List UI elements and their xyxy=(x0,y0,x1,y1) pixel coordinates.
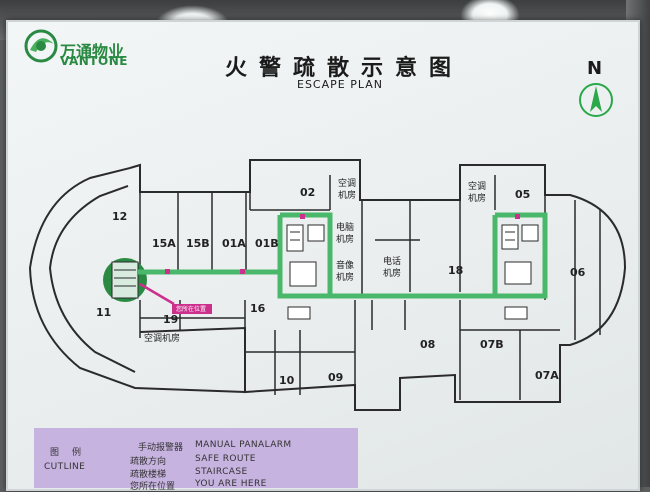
escape-plan-board xyxy=(6,20,640,491)
legend-item-here-en: YOU ARE HERE xyxy=(195,479,267,489)
room-19: 19 xyxy=(163,313,179,326)
ac-room-2: 空调 机房 xyxy=(468,181,486,205)
telephone-room: 电话 机房 xyxy=(383,256,401,280)
page-title-cn: 火警疏散示意图 xyxy=(225,55,464,81)
legend-title-cn-2: 例 xyxy=(72,448,82,458)
computer-room-line2: 机房 xyxy=(336,235,355,245)
room-01a: 01A xyxy=(222,237,246,250)
room-06: 06 xyxy=(570,266,586,279)
you-are-here-pointer xyxy=(139,282,175,306)
compass-icon xyxy=(579,83,613,117)
ac-room-2-line2: 机房 xyxy=(468,194,487,204)
room-16: 16 xyxy=(250,302,266,315)
page-title-en: ESCAPE PLAN xyxy=(297,78,383,91)
legend-title-en: CUTLINE xyxy=(44,462,86,472)
west-wing-outline xyxy=(28,167,246,393)
ac-room-3: 空调机房 xyxy=(144,334,181,344)
telephone-room-line2: 机房 xyxy=(383,269,402,279)
you-are-here-tag-box xyxy=(172,304,212,314)
atrium-stair-icon xyxy=(111,261,139,299)
legend-item-stair-cn: 疏散楼梯 xyxy=(130,470,167,480)
logo-en: VANTONE xyxy=(60,54,128,68)
room-07b: 07B xyxy=(480,338,504,351)
main-outline xyxy=(129,159,627,411)
room-08: 08 xyxy=(420,338,436,351)
ac-room-1-line1: 空调 xyxy=(338,179,357,189)
room-18: 18 xyxy=(448,264,464,277)
legend-panel xyxy=(34,428,358,488)
room-12: 12 xyxy=(112,210,128,223)
audio-room-line1: 音像 xyxy=(336,261,355,271)
room-11: 11 xyxy=(96,306,112,319)
logo-cn: 万通物业 xyxy=(60,42,125,61)
ac-room-1-line2: 机房 xyxy=(338,191,357,201)
staircase-icons xyxy=(286,224,539,320)
audio-room-line2: 机房 xyxy=(336,273,355,283)
ac-room-1: 空调 机房 xyxy=(338,178,356,202)
legend-title-cn-1: 图 xyxy=(50,448,60,458)
legend-item-route-cn: 疏散方向 xyxy=(130,457,167,467)
telephone-room-line1: 电话 xyxy=(383,257,402,267)
legend-item-here-cn: 您所在位置 xyxy=(130,482,176,492)
room-01b: 01B xyxy=(255,237,279,250)
legend-item-stair-en: STAIRCASE xyxy=(195,467,248,477)
room-15b: 15B xyxy=(186,237,210,250)
north-label: N xyxy=(587,58,603,79)
you-are-here-tag: 您所在位置 xyxy=(176,306,207,313)
audio-room: 音像 机房 xyxy=(336,260,354,284)
computer-room-line1: 电脑 xyxy=(336,223,355,233)
room-07a: 07A xyxy=(535,369,559,382)
vantone-logo-icon xyxy=(24,29,58,63)
legend-item-alarm-cn: 手动报警器 xyxy=(138,443,184,453)
legend-item-alarm-en: MANUAL PANALARM xyxy=(195,440,292,450)
west-wing-inner-outline xyxy=(48,185,136,373)
room-09: 09 xyxy=(328,371,344,384)
room-02: 02 xyxy=(300,186,316,199)
room-05: 05 xyxy=(515,188,531,201)
computer-room: 电脑 机房 xyxy=(336,222,354,246)
room-15a: 15A xyxy=(152,237,176,250)
legend-item-route-en: SAFE ROUTE xyxy=(195,454,256,464)
room-10: 10 xyxy=(279,374,295,387)
ac-room-2-line1: 空调 xyxy=(468,182,487,192)
manual-alarm-icons xyxy=(165,214,520,274)
